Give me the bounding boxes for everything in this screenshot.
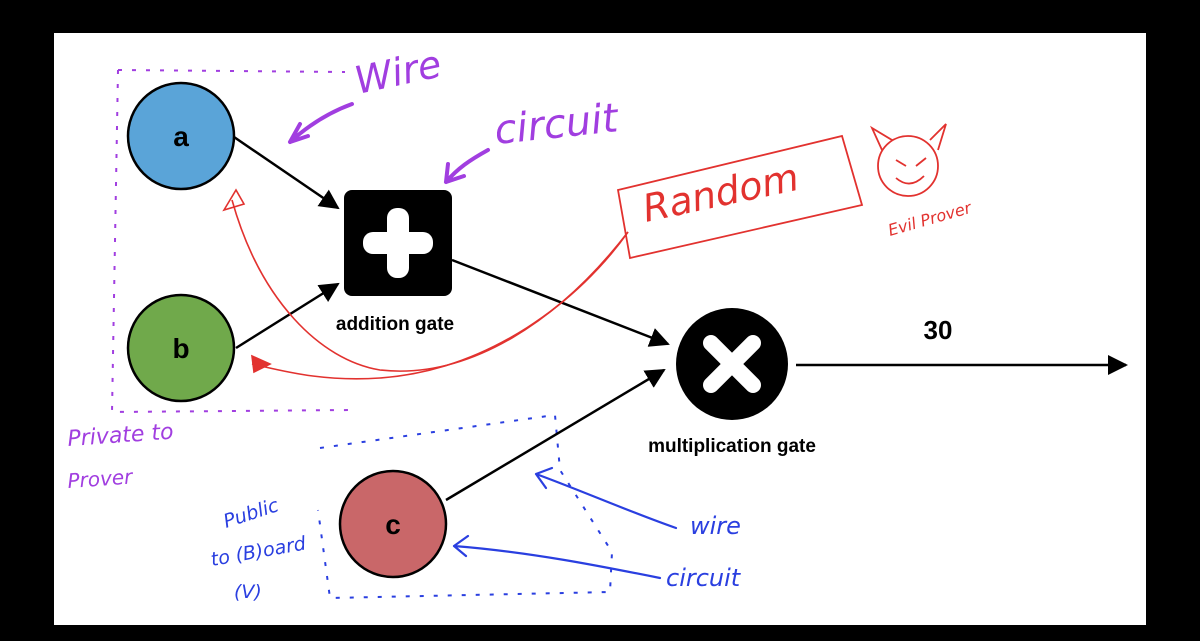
wire-add-to-mul xyxy=(451,258,670,347)
plus-icon xyxy=(363,208,433,278)
multiplication-gate: multiplication gate xyxy=(648,308,816,457)
multiplication-gate-label: multiplication gate xyxy=(648,436,816,457)
addition-gate: addition gate xyxy=(336,190,454,335)
node-c: c xyxy=(338,469,448,579)
wire-a-to-add xyxy=(233,135,340,210)
evil-prover-face-icon xyxy=(869,123,947,197)
node-c-label: c xyxy=(385,509,401,540)
public-text-line3: (V) xyxy=(234,581,262,603)
wire-b-to-add xyxy=(235,282,340,350)
addition-gate-label: addition gate xyxy=(336,314,454,335)
wire-bottom-annotation-arrow xyxy=(534,466,678,530)
node-a: a xyxy=(126,81,236,191)
circuit-annotation-arrow xyxy=(444,148,490,184)
circuit-bottom-annotation-text: circuit xyxy=(666,564,742,592)
random-arrowhead-b xyxy=(251,354,272,374)
wire-bottom-annotation-text: wire xyxy=(690,512,741,540)
node-b-label: b xyxy=(172,333,189,364)
private-to-prover-text-line2: Prover xyxy=(67,464,135,493)
node-a-label: a xyxy=(173,121,189,152)
output-value: 30 xyxy=(924,315,953,345)
random-injection-curve-b xyxy=(251,231,629,380)
random-box xyxy=(616,134,864,260)
wire-c-to-mul xyxy=(445,368,666,502)
diagram-panel xyxy=(54,33,1146,625)
node-b: b xyxy=(126,293,236,403)
x-icon xyxy=(703,335,761,393)
random-arrowhead-a xyxy=(222,188,246,212)
wire-annotation-arrow xyxy=(288,102,354,144)
private-region-outline xyxy=(110,69,353,414)
circuit-bottom-annotation-arrow xyxy=(452,534,662,580)
